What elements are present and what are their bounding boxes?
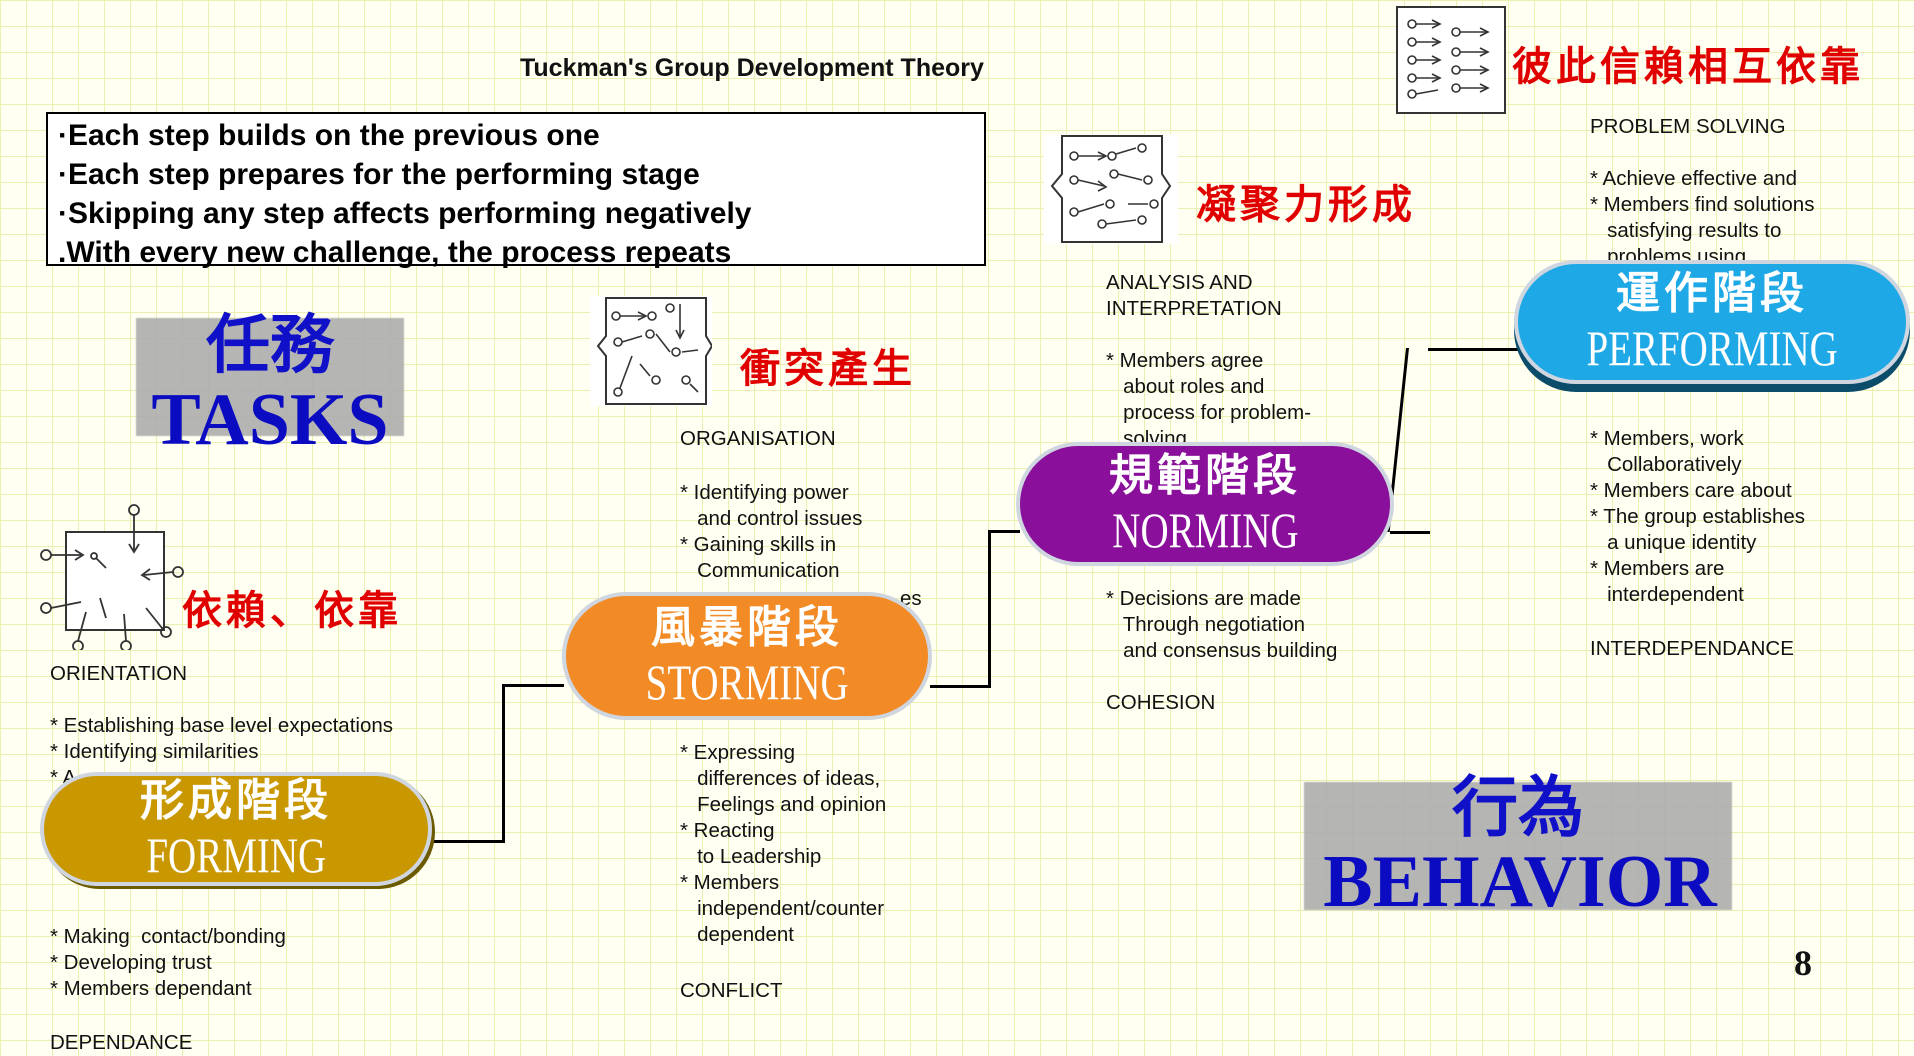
norming-below-items: * Decisions are made Through negotiation…: [1106, 587, 1338, 662]
norming-above-items: * Members agree about roles and process …: [1106, 349, 1312, 444]
performing-stage-en: PERFORMING: [1586, 320, 1838, 376]
forming-below-items: * Making contact/bonding * Developing tr…: [50, 925, 286, 1000]
tasks-label-en: TASKS: [151, 379, 389, 461]
behavior-label-cn: 行為: [1452, 768, 1584, 846]
tasks-panel-bg: [136, 318, 404, 436]
storming-stage-pill: 風暴階段 STORMING: [562, 592, 932, 720]
trust-icon: [1396, 6, 1506, 114]
conflict-icon: [590, 296, 714, 406]
dependence-icon: [36, 500, 186, 652]
norming-red-label: 凝聚力形成: [1196, 181, 1416, 228]
performing-stage-cn: 運作階段: [1616, 268, 1808, 319]
tasks-label-cn: 任務: [206, 308, 334, 383]
principle-item: ·Each step prepares for the performing s…: [58, 158, 700, 191]
norming-header: ANALYSIS AND INTERPRETATION: [1106, 271, 1282, 320]
performing-header: PROBLEM SOLVING: [1590, 115, 1786, 138]
principle-item: .With every new challenge, the process r…: [58, 236, 732, 269]
forming-above-items: * Establishing base level expectations *…: [50, 714, 394, 783]
page-number: 8: [1794, 943, 1812, 983]
connector-forming-storming: [502, 684, 564, 687]
storming-above-items: * Identifying power and control issues *…: [680, 481, 863, 582]
diagram-title: Tuckman's Group Development Theory: [520, 54, 984, 82]
forming-stage-pill: 形成階段 FORMING: [40, 772, 432, 886]
principle-item: ·Each step builds on the previous one: [58, 119, 600, 152]
performing-footer: INTERDEPENDANCE: [1590, 637, 1794, 660]
forming-stage-en: FORMING: [146, 827, 326, 883]
performing-below-items: * Members, work Collaboratively * Member…: [1590, 427, 1806, 606]
behavior-panel-bg: [1304, 782, 1732, 910]
storming-red-label: 衝突產生: [740, 345, 916, 392]
norming-stage-cn: 規範階段: [1109, 450, 1301, 501]
norming-stage-en: NORMING: [1111, 502, 1299, 558]
connector-norming-h: [1390, 531, 1430, 534]
forming-header: ORIENTATION: [50, 662, 188, 685]
performing-above-items: * Achieve effective and * Members find s…: [1590, 167, 1815, 262]
principle-item: ·Skipping any step affects performing ne…: [58, 197, 752, 230]
principles-box: ·Each step builds on the previous one ·E…: [46, 112, 986, 269]
connector-storming-norming: [988, 530, 1020, 533]
forming-stage-cn: 形成階段: [140, 775, 332, 826]
cohesion-icon: [1044, 134, 1178, 244]
behavior-label-en: BEHAVIOR: [1323, 841, 1717, 923]
storming-below-items: * Expressing differences of ideas, Feeli…: [680, 741, 887, 946]
performing-red-label: 彼此信賴相互依靠: [1512, 43, 1864, 90]
performing-stage-pill: 運作階段 PERFORMING: [1514, 260, 1910, 384]
connector-storming-h: [930, 685, 990, 688]
forming-red-label: 依賴、依靠: [182, 587, 402, 634]
storming-stage-cn: 風暴階段: [651, 602, 843, 653]
connector-forming-v: [502, 684, 505, 843]
norming-stage-pill: 規範階段 NORMING: [1016, 442, 1394, 566]
storming-footer: CONFLICT: [680, 979, 783, 1002]
storming-header: ORGANISATION: [680, 427, 836, 450]
norming-footer: COHESION: [1106, 691, 1216, 714]
forming-footer: DEPENDANCE: [50, 1031, 193, 1054]
storming-stage-en: STORMING: [645, 654, 849, 710]
connector-norming-performing: [1428, 348, 1518, 351]
connector-forming-h: [430, 840, 504, 843]
connector-storming-v: [988, 530, 991, 688]
